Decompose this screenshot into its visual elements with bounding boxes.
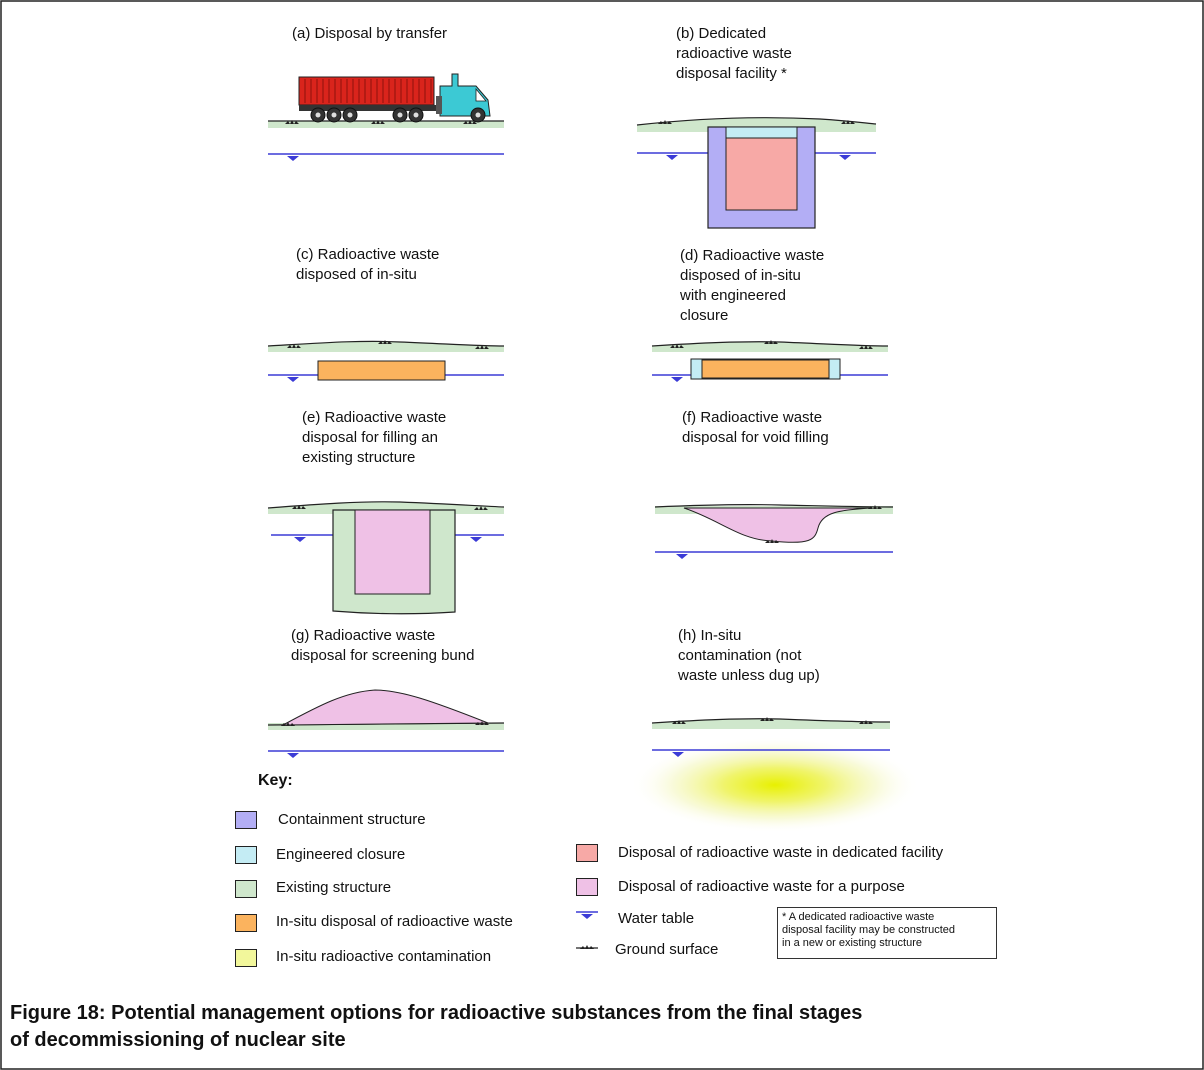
panel-a-graphic — [268, 73, 504, 161]
key-label-water-table: Water table — [618, 910, 695, 927]
panel-f-label: (f) Radioactive waste disposal for void … — [682, 409, 829, 446]
panel-g-label: (g) Radioactive waste disposal for scree… — [291, 627, 475, 664]
key-symbols — [576, 911, 598, 949]
panel-a-label: (a) Disposal by transfer — [292, 25, 448, 42]
key-label-dedicated-facility: Disposal of radioactive waste in dedicat… — [618, 844, 944, 861]
swatch-in-situ-disposal — [235, 914, 257, 932]
panel-c-graphic — [267, 340, 505, 382]
swatch-containment-structure — [235, 811, 257, 829]
panel-c-label: (c) Radioactive waste disposed of in-sit… — [296, 246, 440, 283]
panel-f-graphic — [654, 504, 894, 559]
panel-g-graphic — [267, 689, 505, 758]
panel-d-graphic — [651, 340, 889, 382]
footnote-box: * A dedicated radioactive waste disposal… — [777, 907, 997, 959]
panel-e-label: (e) Radioactive waste disposal for filli… — [302, 409, 447, 466]
panel-h-label: (h) In-situ contamination (not waste unl… — [678, 627, 820, 684]
swatch-dedicated-facility — [576, 844, 598, 862]
swatch-engineered-closure — [235, 846, 257, 864]
truck-icon — [298, 73, 491, 123]
swatch-existing-structure — [235, 880, 257, 898]
figure-caption: Figure 18: Potential management options … — [10, 1002, 863, 1051]
panel-e-graphic — [267, 501, 505, 615]
key-label-engineered-closure: Engineered closure — [276, 846, 406, 863]
panel-h-graphic — [630, 717, 920, 833]
key-label-existing-structure: Existing structure — [276, 879, 392, 896]
key-label-in-situ-disposal: In-situ disposal of radioactive waste — [276, 913, 513, 930]
key-label-in-situ-contamination: In-situ radioactive contamination — [276, 948, 492, 965]
swatch-in-situ-contamination — [235, 949, 257, 967]
panel-b-graphic — [636, 117, 877, 229]
panel-d-label: (d) Radioactive waste disposed of in-sit… — [680, 247, 825, 324]
key-title: Key: — [258, 772, 293, 789]
swatch-purpose-disposal — [576, 878, 598, 896]
key-label-ground-surface: Ground surface — [615, 941, 719, 958]
panel-b-label: (b) Dedicated radioactive waste disposal… — [676, 25, 792, 82]
key-label-purpose-disposal: Disposal of radioactive waste for a purp… — [618, 878, 905, 895]
key-label-containment-structure: Containment structure — [278, 811, 426, 828]
